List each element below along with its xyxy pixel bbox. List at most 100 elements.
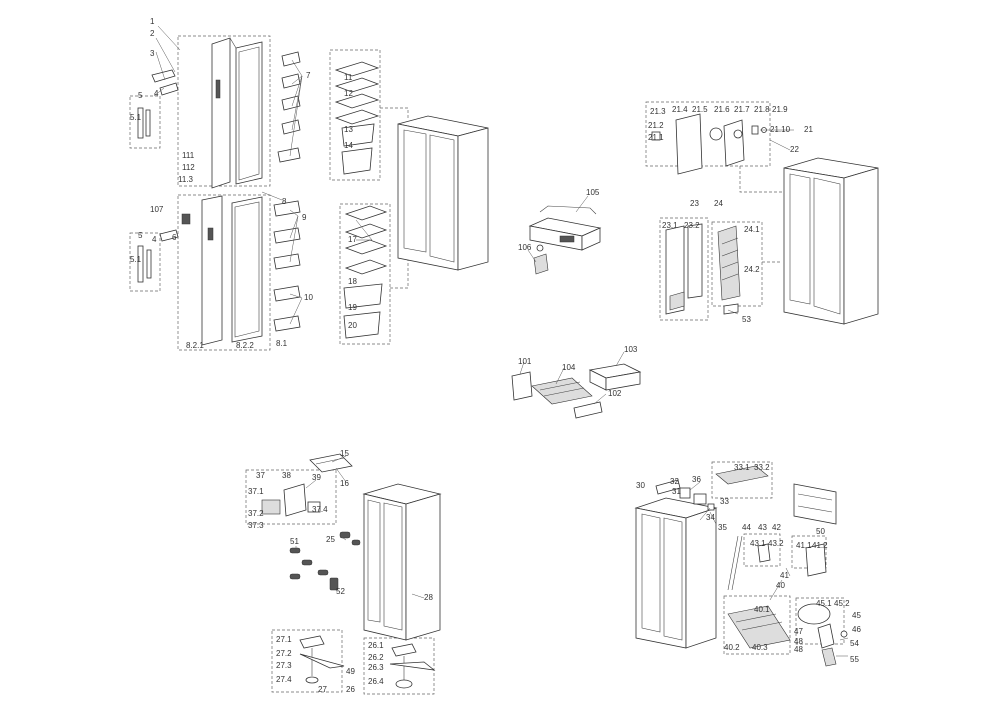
front-foot-right (389, 643, 436, 689)
cabinet-top-right (783, 157, 879, 325)
label-24-1: 24.1 (744, 225, 760, 234)
evaporator-coil (717, 225, 741, 301)
label-27-4: 27.4 (276, 675, 292, 684)
label-104: 104 (562, 363, 576, 372)
label-4: 4 (154, 89, 159, 98)
label-21-2: 21.2 (648, 121, 664, 130)
label-15: 15 (340, 449, 349, 458)
label-40-3: 40.3 (752, 643, 768, 652)
label-7: 7 (306, 71, 311, 80)
label-102: 102 (608, 389, 622, 398)
label-21-1: 21.1 (648, 133, 664, 142)
cabinet-assembly: 15 16 37 38 39 37.1 37.2 37.3 37.4 25 51… (245, 449, 442, 695)
label-41: 41 (780, 571, 789, 580)
back-cover-panel (793, 483, 837, 525)
label-41-2: 41.2 (812, 541, 828, 550)
label-42: 42 (772, 523, 781, 532)
compressor (797, 603, 831, 625)
doors-assembly: 1 2 3 4 5 5.1 111 112 11.3 7 11 12 13 14… (129, 17, 489, 351)
icemaker-rail-right (573, 401, 603, 419)
label-11-3: 11.3 (178, 175, 194, 184)
air-duct-panel (665, 225, 685, 315)
label-37-1: 37.1 (248, 487, 264, 496)
lower-door-outer (201, 195, 223, 346)
upper-door-outer (211, 37, 231, 189)
label-24-2: 24.2 (744, 265, 760, 274)
label-34: 34 (706, 513, 715, 522)
label-26: 26 (346, 685, 355, 694)
front-foot-left (299, 635, 345, 684)
label-38: 38 (282, 471, 291, 480)
label-26-1: 26.1 (368, 641, 384, 650)
label-45: 45 (852, 611, 861, 620)
label-48: 48 (794, 637, 803, 646)
label-21-7: 21.7 (734, 105, 750, 114)
label-14: 14 (344, 141, 353, 150)
label-52: 52 (336, 587, 345, 596)
label-3: 3 (150, 49, 155, 58)
lower-glass-shelves (343, 205, 388, 339)
label-112: 112 (182, 163, 195, 172)
label-33-2: 33.2 (754, 463, 770, 472)
label-39: 39 (312, 473, 321, 482)
label-30: 30 (636, 481, 645, 490)
upper-door-bins (277, 51, 301, 163)
label-5b: 5 (138, 231, 143, 240)
label-20: 20 (348, 321, 357, 330)
control-box (283, 483, 307, 517)
lower-door-gasket (231, 196, 263, 343)
icemaker-assembly: 101 104 103 102 (511, 345, 642, 419)
label-27-3: 27.3 (276, 661, 292, 670)
label-4b: 4 (152, 235, 157, 244)
fan-bracket (723, 119, 745, 167)
label-51: 51 (290, 537, 299, 546)
label-13: 13 (344, 125, 353, 134)
label-40-1: 40.1 (754, 605, 770, 614)
label-46: 46 (852, 625, 861, 634)
label-40: 40 (776, 581, 785, 590)
label-21-9: 21.9 (772, 105, 788, 114)
label-16: 16 (340, 479, 349, 488)
ice-switch (181, 213, 191, 225)
compressor-assembly: 30 32 31 36 34 35 33.1 33.2 33 50 44 43 … (634, 461, 861, 667)
lower-hinge (137, 213, 191, 283)
condenser-tube (727, 535, 739, 591)
label-54: 54 (850, 639, 859, 648)
label-23-1: 23.1 (662, 221, 678, 230)
label-41-1: 41.1 (796, 541, 812, 550)
label-18: 18 (348, 277, 357, 286)
compressor-base-plate (727, 605, 791, 649)
lower-door-bins (273, 200, 301, 332)
label-45-1: 45.1 (816, 599, 832, 608)
label-49: 49 (346, 667, 355, 676)
label-17: 17 (348, 235, 357, 244)
label-33: 33 (720, 497, 729, 506)
label-1: 1 (150, 17, 155, 26)
label-21-4: 21.4 (672, 105, 688, 114)
ice-tray (531, 377, 593, 405)
cabinet-body-rear (634, 497, 718, 649)
label-23-2: 23.2 (684, 221, 700, 230)
duct-insulation (687, 223, 703, 299)
label-26-3: 26.3 (368, 663, 384, 672)
fan-blade (709, 127, 723, 141)
label-19: 19 (348, 303, 357, 312)
label-43-1: 43.1 (750, 539, 766, 548)
label-37-3: 37.3 (248, 521, 264, 530)
label-21-10: 21.10 (770, 125, 791, 134)
label-43: 43 (758, 523, 767, 532)
label-32: 32 (670, 477, 679, 486)
drain-pipe (723, 303, 739, 315)
label-101: 101 (518, 357, 532, 366)
upper-glass-shelves (334, 61, 380, 175)
label-12: 12 (344, 89, 353, 98)
label-111: 111 (182, 151, 195, 160)
label-37: 37 (256, 471, 265, 480)
label-53: 53 (742, 315, 751, 324)
label-50: 50 (816, 527, 825, 536)
label-21: 21 (804, 125, 813, 134)
label-21-6: 21.6 (714, 105, 730, 114)
label-26-4: 26.4 (368, 677, 384, 686)
label-107: 107 (150, 205, 164, 214)
